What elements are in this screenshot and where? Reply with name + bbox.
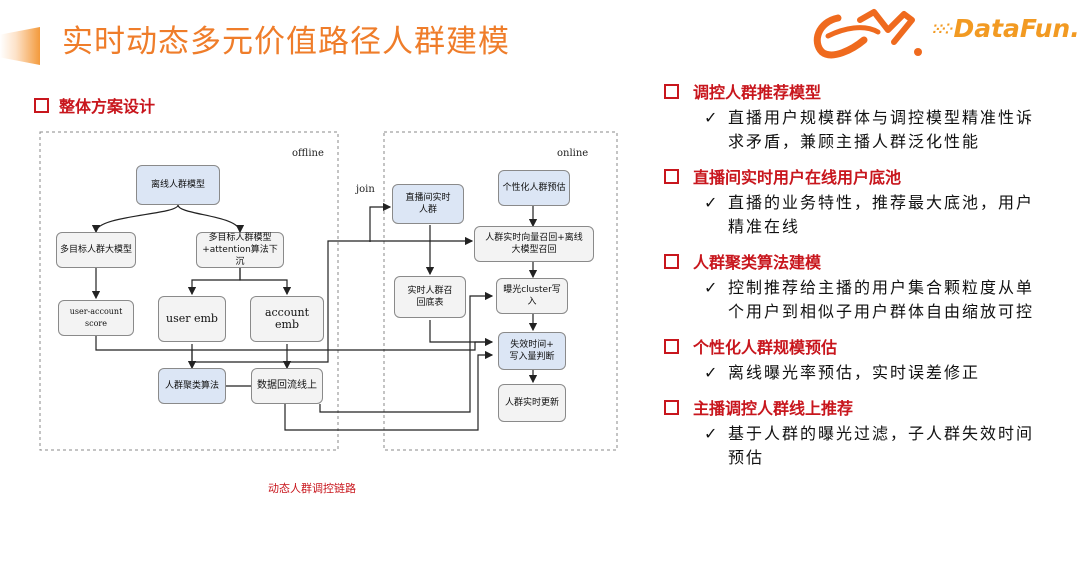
- checkmark-icon: ✓: [704, 193, 720, 212]
- node-multi-target-attention: 多目标人群模型 +attention算法下沉: [196, 232, 284, 268]
- section-body: ✓直播的业务特性，推荐最大底池，用户精准在线: [704, 191, 1064, 239]
- checkbox-square-icon: [664, 339, 679, 354]
- node-vector-recall: 人群实时向量召回+离线 大模型召回: [474, 226, 594, 262]
- diagram-caption: 动态人群调控链路: [268, 482, 356, 495]
- offline-label: offline: [292, 148, 324, 159]
- node-cluster-algo: 人群聚类算法: [158, 368, 226, 404]
- node-realtime-update: 人群实时更新: [498, 384, 566, 422]
- checkmark-icon: ✓: [704, 278, 720, 297]
- offline-region: [39, 131, 339, 451]
- node-expire-judge: 失效时间+ 写入量判断: [498, 332, 566, 370]
- node-user-emb: user emb: [158, 296, 226, 342]
- online-region: [383, 131, 618, 451]
- section-3: 人群聚类算法建模 ✓控制推荐给主播的用户集合颗粒度从单个用户到相似子用户群体自由…: [664, 252, 1064, 324]
- section-2: 直播间实时用户在线用户底池 ✓直播的业务特性，推荐最大底池，用户精准在线: [664, 167, 1064, 239]
- right-panel: 调控人群推荐模型 ✓直播用户规模群体与调控模型精准性诉求矛盾，兼顾主播人群泛化性…: [664, 82, 1064, 483]
- node-live-realtime-crowd: 直播间实时 人群: [392, 184, 464, 224]
- checkbox-square-icon: [664, 254, 679, 269]
- section-title: 调控人群推荐模型: [664, 82, 1064, 104]
- page-title: 实时动态多元价值路径人群建模: [62, 24, 510, 60]
- online-label: online: [557, 148, 589, 159]
- node-exposure-write: 曝光cluster写入: [496, 278, 568, 314]
- node-account-emb: account emb: [250, 296, 324, 342]
- left-section-heading: 整体方案设计: [34, 93, 155, 117]
- section-5: 主播调控人群线上推荐 ✓基于人群的曝光过滤，子人群失效时间预估: [664, 398, 1064, 470]
- checkbox-square-icon: [664, 400, 679, 415]
- checkbox-square-icon: [664, 169, 679, 184]
- node-personal-forecast: 个性化人群预估: [498, 170, 570, 206]
- node-data-backflow: 数据回流线上: [251, 368, 323, 404]
- checkbox-square-icon: [34, 98, 49, 113]
- alibaba-logo-icon: [813, 9, 922, 59]
- node-multi-target-large: 多目标人群大模型: [56, 232, 136, 268]
- checkmark-icon: ✓: [704, 424, 720, 443]
- node-user-account-score: user-account score: [58, 300, 134, 336]
- section-body: ✓控制推荐给主播的用户集合颗粒度从单个用户到相似子用户群体自由缩放可控: [704, 276, 1064, 324]
- join-label: join: [356, 184, 375, 195]
- section-title: 个性化人群规模预估: [664, 337, 1064, 359]
- section-title: 主播调控人群线上推荐: [664, 398, 1064, 420]
- section-4: 个性化人群规模预估 ✓离线曝光率预估，实时误差修正: [664, 337, 1064, 385]
- section-title: 直播间实时用户在线用户底池: [664, 167, 1064, 189]
- section-1: 调控人群推荐模型 ✓直播用户规模群体与调控模型精准性诉求矛盾，兼顾主播人群泛化性…: [664, 82, 1064, 154]
- checkmark-icon: ✓: [704, 108, 720, 127]
- section-body: ✓基于人群的曝光过滤，子人群失效时间预估: [704, 422, 1064, 470]
- section-body: ✓直播用户规模群体与调控模型精准性诉求矛盾，兼顾主播人群泛化性能: [704, 106, 1064, 154]
- checkmark-icon: ✓: [704, 363, 720, 382]
- section-title: 人群聚类算法建模: [664, 252, 1064, 274]
- section-body: ✓离线曝光率预估，实时误差修正: [704, 361, 1064, 385]
- checkbox-square-icon: [664, 84, 679, 99]
- node-offline-model: 离线人群模型: [136, 165, 220, 205]
- datafun-logo: ⁙⁘DataFun.: [932, 14, 1080, 43]
- node-fallback-table: 实时人群召 回底表: [394, 276, 466, 318]
